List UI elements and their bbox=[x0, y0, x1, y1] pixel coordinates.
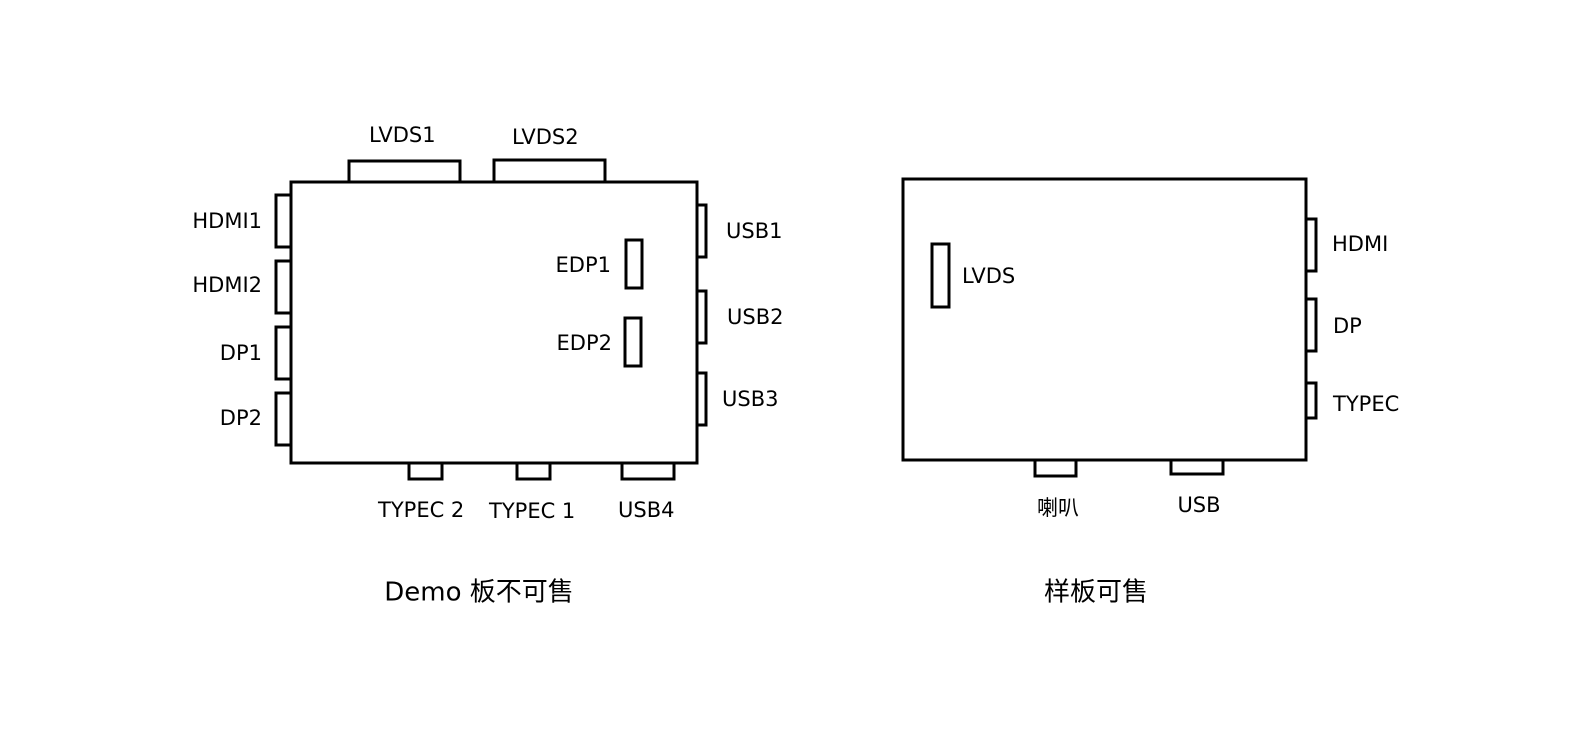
demo-usb4-label: USB4 bbox=[618, 498, 674, 522]
demo-usb1-label: USB1 bbox=[726, 219, 782, 243]
demo-board-caption: Demo 板不可售 bbox=[384, 578, 574, 608]
demo-lvds2-label: LVDS2 bbox=[512, 125, 579, 149]
sample-speaker-label: 喇叭 bbox=[1037, 496, 1079, 520]
demo-dp1-label: DP1 bbox=[220, 341, 262, 365]
sample-usb-label: USB bbox=[1177, 493, 1220, 517]
demo-lvds2-connector bbox=[492, 158, 607, 185]
demo-lvds1-label: LVDS1 bbox=[369, 123, 436, 147]
demo-edp2-label: EDP2 bbox=[557, 331, 612, 355]
demo-edp1-connector bbox=[624, 238, 644, 290]
demo-hdmi2-label: HDMI2 bbox=[192, 273, 262, 297]
demo-typec1-label: TYPEC 1 bbox=[488, 499, 575, 523]
sample-typec-label: TYPEC bbox=[1332, 392, 1399, 416]
demo-board: LVDS1 LVDS2 HDMI1 HDMI2 DP1 DP2 USB1 USB… bbox=[192, 123, 783, 608]
demo-edp2-connector bbox=[623, 316, 643, 368]
demo-usb3-label: USB3 bbox=[722, 387, 778, 411]
sample-board-caption: 样板可售 bbox=[1044, 578, 1148, 608]
sample-board-body bbox=[901, 177, 1308, 462]
demo-usb2-label: USB2 bbox=[727, 305, 783, 329]
demo-edp1-label: EDP1 bbox=[556, 253, 611, 277]
sample-hdmi-label: HDMI bbox=[1332, 232, 1388, 256]
sample-lvds-connector bbox=[930, 242, 951, 309]
demo-lvds1-connector bbox=[347, 159, 462, 185]
demo-hdmi1-label: HDMI1 bbox=[192, 209, 262, 233]
demo-typec2-label: TYPEC 2 bbox=[377, 498, 464, 522]
sample-board: LVDS HDMI DP TYPEC 喇叭 USB 样板可售 bbox=[901, 177, 1399, 608]
demo-dp2-label: DP2 bbox=[220, 406, 262, 430]
sample-dp-label: DP bbox=[1333, 314, 1362, 338]
sample-lvds-label: LVDS bbox=[962, 264, 1015, 288]
